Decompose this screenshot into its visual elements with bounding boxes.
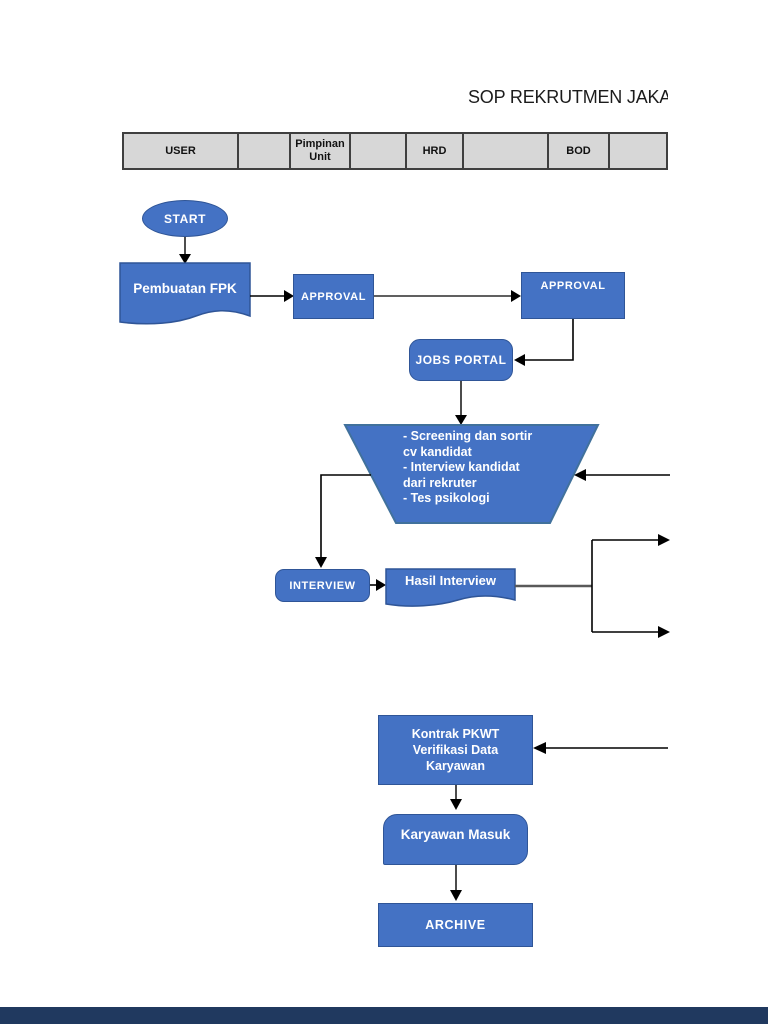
- arrowhead-approval-to-jobsportal: [514, 354, 525, 366]
- lane-cell-user: USER: [124, 134, 239, 168]
- lane-cell-empty-3: [464, 134, 549, 168]
- footer-bar: [0, 1007, 768, 1024]
- node-approval-bod-label: APPROVAL: [540, 280, 606, 292]
- arrowhead-start-to-fpk: [179, 254, 191, 264]
- arrowhead-offpage-to-screening: [574, 469, 586, 481]
- trapezoid-shape-screening[interactable]: [343, 424, 600, 524]
- node-approval-user-label: APPROVAL: [300, 290, 367, 303]
- screening-line-2: cv kandidat: [403, 444, 472, 459]
- node-karyawan-masuk-label: Karyawan Masuk: [400, 827, 511, 842]
- lane-cell-bod: BOD: [549, 134, 610, 168]
- node-pembuatan-fpk-label: Pembuatan FPK: [133, 281, 237, 296]
- lane-cell-empty-2: [351, 134, 407, 168]
- arrowhead-kontrak-to-karyawan: [450, 799, 462, 810]
- screening-line-1: - Screening dan sortir: [403, 429, 533, 443]
- page-title-text: SOP REKRUTMEN JAKART: [468, 87, 668, 107]
- document-shape-hasil-interview[interactable]: [385, 568, 516, 607]
- node-start[interactable]: START: [142, 200, 228, 237]
- kontrak-line-1: Kontrak PKWT: [411, 727, 500, 741]
- page-title: SOP REKRUTMEN JAKART: [468, 87, 668, 113]
- lane-cell-pimpinan-unit: Pimpinan Unit: [291, 134, 351, 168]
- kontrak-line-3: Karyawan: [425, 759, 486, 773]
- screening-line-4: dari rekruter: [403, 475, 477, 490]
- screening-line-3: - Interview kandidat: [403, 460, 520, 474]
- node-archive-label: ARCHIVE: [425, 918, 486, 932]
- screening-line-5: - Tes psikologi: [403, 491, 490, 505]
- node-approval-bod[interactable]: APPROVAL: [521, 272, 625, 319]
- arrowhead-interview-to-hasil: [376, 579, 386, 591]
- node-jobs-portal[interactable]: JOBS PORTAL: [409, 339, 513, 381]
- edge-approval-to-jobsportal: [525, 319, 574, 361]
- arrowhead-approval-to-approval: [511, 290, 521, 302]
- lane-cell-hrd: HRD: [407, 134, 464, 168]
- node-start-label: START: [163, 211, 207, 226]
- document-shape-pembuatan-fpk[interactable]: [119, 262, 251, 325]
- swimlane-header-table: USER Pimpinan Unit HRD BOD: [122, 132, 668, 170]
- arrowhead-offpage-to-kontrak: [533, 742, 546, 754]
- arrowhead-karyawan-to-archive: [450, 890, 462, 901]
- edge-screening-to-interview: [320, 474, 371, 558]
- lane-cell-empty-1: [239, 134, 291, 168]
- arrowhead-branch-upper: [658, 534, 670, 546]
- node-approval-user[interactable]: APPROVAL: [293, 274, 374, 319]
- arrowhead-screening-to-interview: [315, 557, 327, 568]
- node-archive[interactable]: ARCHIVE: [378, 903, 533, 947]
- node-kontrak-pkwt[interactable]: Kontrak PKWT Verifikasi Data Karyawan: [378, 715, 533, 785]
- node-interview[interactable]: INTERVIEW: [275, 569, 370, 602]
- arrowhead-branch-lower: [658, 626, 670, 638]
- node-jobs-portal-label: JOBS PORTAL: [415, 353, 507, 367]
- kontrak-line-2: Verifikasi Data: [412, 743, 499, 757]
- node-screening-text: - Screening dan sortir cv kandidat - Int…: [403, 429, 578, 507]
- node-karyawan-masuk[interactable]: Karyawan Masuk: [383, 814, 528, 865]
- node-hasil-interview-label: Hasil Interview: [404, 573, 497, 588]
- arrowhead-jobsportal-to-screening: [455, 415, 467, 425]
- arrowhead-fpk-to-approval: [284, 290, 294, 302]
- node-interview-label: INTERVIEW: [289, 579, 356, 592]
